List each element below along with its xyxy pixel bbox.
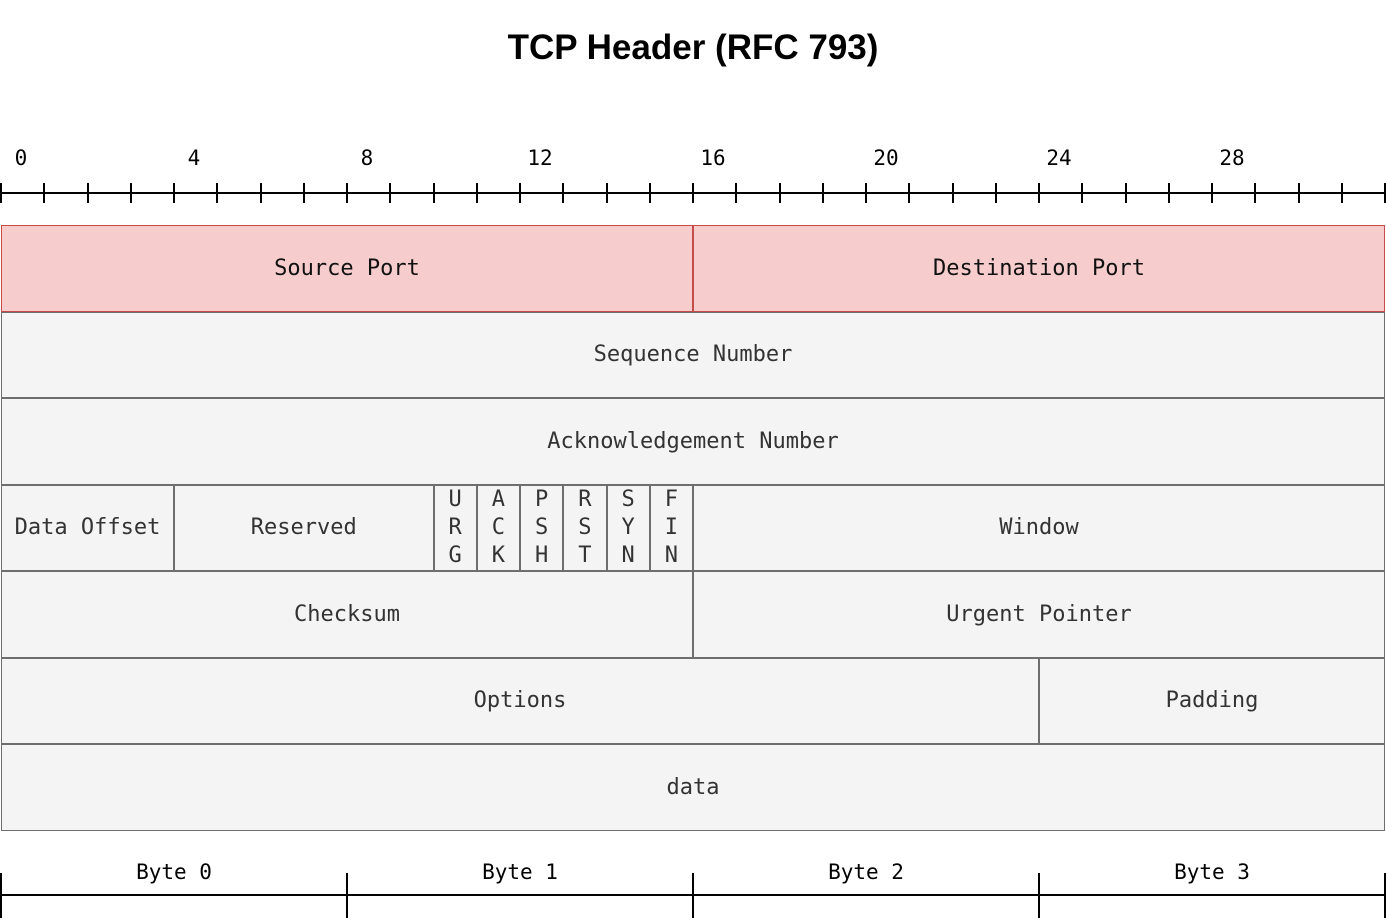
byte-label: Byte 0 (136, 860, 212, 884)
byte-tick (1038, 873, 1040, 918)
ruler-tick (778, 183, 781, 203)
ruler-label: 16 (700, 146, 726, 170)
ruler-tick (735, 183, 738, 203)
ruler-tick (129, 183, 132, 203)
field-padding: Padding (1039, 657, 1385, 744)
field-data-offset: Data Offset (1, 484, 174, 571)
ruler-tick (1297, 183, 1300, 203)
ruler-tick (1167, 183, 1170, 203)
ruler-tick (1384, 183, 1386, 203)
ruler-tick (475, 183, 478, 203)
ruler-tick (302, 183, 305, 203)
ruler-label: 28 (1219, 146, 1245, 170)
diagram-title: TCP Header (RFC 793) (507, 28, 879, 67)
ruler-tick (389, 183, 392, 203)
ruler-label: 4 (187, 146, 201, 170)
field-reserved: Reserved (174, 484, 434, 571)
ruler-tick (346, 183, 348, 203)
field-checksum: Checksum (1, 571, 693, 658)
ruler-tick (43, 183, 46, 203)
field-options: Options (1, 657, 1039, 744)
ruler-tick (1211, 183, 1213, 203)
ruler-tick (951, 183, 954, 203)
field-sequence-number: Sequence Number (1, 311, 1385, 398)
ruler-tick (605, 183, 608, 203)
field-urgent-pointer: Urgent Pointer (693, 571, 1385, 658)
ruler-label: 0 (14, 146, 28, 170)
ruler-tick (0, 183, 2, 203)
byte-tick (1384, 873, 1386, 918)
field-destination-port: Destination Port (693, 225, 1385, 312)
ruler-tick (865, 183, 867, 203)
ruler-tick (173, 183, 175, 203)
ruler-label: 24 (1046, 146, 1072, 170)
ruler-tick (259, 183, 262, 203)
byte-tick (692, 873, 694, 918)
field-source-port: Source Port (1, 225, 693, 312)
ruler-tick (1038, 183, 1040, 203)
ruler-tick (692, 183, 694, 203)
ruler-label: 12 (527, 146, 553, 170)
ruler-label: 8 (360, 146, 374, 170)
byte-label: Byte 2 (828, 860, 904, 884)
field-acknowledgement-number: Acknowledgement Number (1, 398, 1385, 485)
byte-tick (346, 873, 348, 918)
byte-label: Byte 1 (482, 860, 558, 884)
ruler-tick (1081, 183, 1084, 203)
byte-tick (0, 873, 2, 918)
ruler-tick (216, 183, 219, 203)
ruler-tick (994, 183, 997, 203)
ruler-tick (1340, 183, 1343, 203)
ruler-tick (908, 183, 911, 203)
ruler-tick (821, 183, 824, 203)
ruler-tick (562, 183, 565, 203)
ruler-tick (519, 183, 521, 203)
ruler-tick (1254, 183, 1257, 203)
ruler-tick (432, 183, 435, 203)
ruler-tick (648, 183, 651, 203)
byte-label: Byte 3 (1174, 860, 1250, 884)
field-window: Window (693, 484, 1385, 571)
ruler-label: 20 (873, 146, 899, 170)
ruler-tick (1124, 183, 1127, 203)
ruler-tick (86, 183, 89, 203)
field-data: data (1, 744, 1385, 831)
